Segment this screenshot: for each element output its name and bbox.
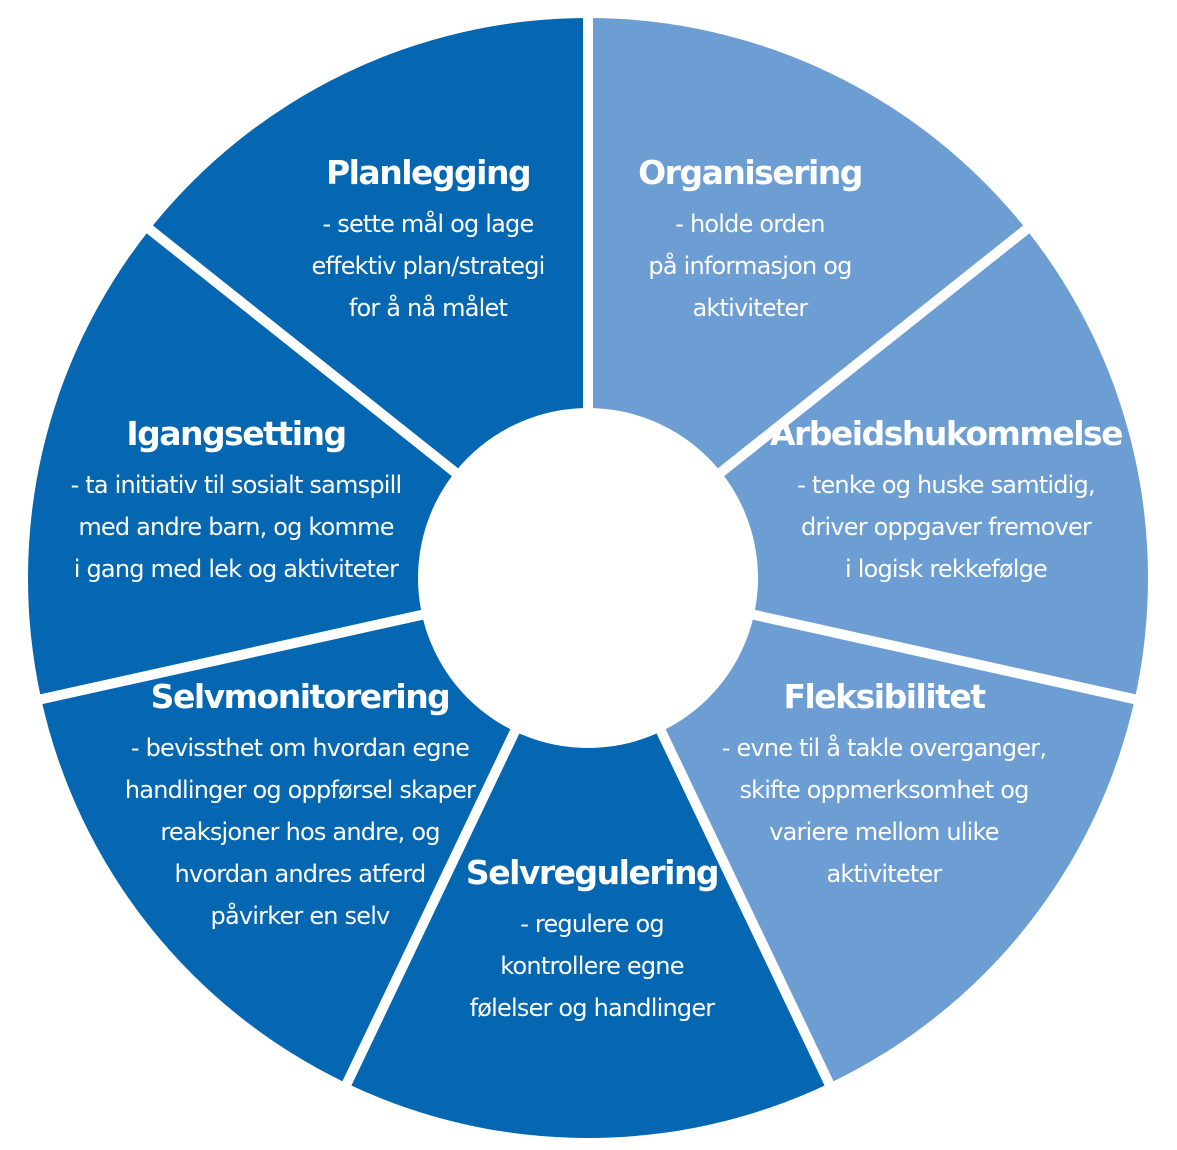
desc-line-fleksibilitet: skifte oppmerksomhet og: [739, 776, 1028, 804]
desc-line-fleksibilitet: variere mellom ulike: [769, 818, 999, 846]
desc-line-planlegging: - sette mål og lage: [323, 209, 534, 238]
title-arbeidshukommelse: Arbeidshukommelse: [770, 414, 1122, 453]
desc-line-igangsetting: i gang med lek og aktiviteter: [74, 555, 399, 583]
desc-line-arbeidshukommelse: i logisk rekkefølge: [845, 555, 1047, 583]
sector-divider: [714, 221, 1035, 480]
sector-divider: [141, 221, 462, 480]
desc-line-organisering: - holde orden: [675, 210, 824, 238]
desc-line-fleksibilitet: - evne til å takle overganger,: [722, 733, 1046, 762]
label-fleksibilitet: Fleksibilitet - evne til å takle overgang…: [722, 677, 1047, 888]
desc-line-organisering: aktiviteter: [693, 294, 809, 322]
desc-line-planlegging: effektiv plan/strategi: [311, 252, 544, 280]
center-hole: [418, 408, 758, 748]
sector-divider: [654, 724, 837, 1092]
sector-igangsetting: [149, 18, 589, 578]
sector-fleksibilitet: [346, 578, 830, 1139]
label-igangsetting: Igangsetting - ta initiativ til sosialt s…: [71, 414, 403, 583]
title-selvmonitorering: Selvmonitorering: [151, 677, 450, 716]
title-organisering: Organisering: [638, 153, 862, 192]
desc-line-igangsetting: - ta initiativ til sosialt samspill: [71, 471, 402, 499]
desc-line-arbeidshukommelse: - tenke og huske samtidig,: [797, 471, 1095, 499]
sector-divider: [34, 608, 428, 706]
sector-planlegging: [588, 18, 1027, 578]
desc-line-selvmonitorering: påvirker en selv: [211, 901, 391, 930]
desc-line-planlegging: for å nå målet: [349, 293, 508, 322]
label-selvregulering: Selvregulering - regulere og kontrollere e…: [466, 853, 720, 1022]
sector-arbeidshukommelse: [588, 578, 1135, 1084]
wheel-dividers: [34, 12, 1142, 1092]
wheel-labels: Planlegging - sette mål og lage effektiv p…: [71, 153, 1124, 1022]
sector-divider: [339, 724, 522, 1092]
label-selvmonitorering: Selvmonitorering - bevissthet om hvordan …: [125, 677, 477, 930]
title-planlegging: Planlegging: [326, 153, 530, 192]
desc-line-igangsetting: med andre barn, og komme: [78, 513, 393, 541]
title-selvregulering: Selvregulering: [466, 853, 718, 892]
desc-line-fleksibilitet: aktiviteter: [827, 860, 943, 888]
sector-divider: [748, 608, 1142, 706]
title-fleksibilitet: Fleksibilitet: [783, 677, 986, 716]
title-igangsetting: Igangsetting: [126, 414, 345, 453]
desc-line-selvmonitorering: reaksjoner hos andre, og: [160, 818, 439, 846]
label-planlegging: Planlegging - sette mål og lage effektiv p…: [311, 153, 545, 322]
desc-line-organisering: på informasjon og: [648, 251, 851, 280]
label-organisering: Organisering - holde orden på informasjon …: [638, 153, 863, 322]
label-arbeidshukommelse: Arbeidshukommelse - tenke og huske samtid…: [770, 414, 1124, 583]
desc-line-selvmonitorering: handlinger og oppførsel skaper: [125, 776, 476, 804]
desc-line-selvmonitorering: hvordan andres atferd: [175, 860, 426, 888]
desc-line-selvregulering: - regulere og: [520, 910, 664, 938]
desc-line-selvregulering: kontrollere egne: [500, 952, 683, 980]
sector-selvregulering: [41, 578, 588, 1084]
desc-line-arbeidshukommelse: driver oppgaver fremover: [801, 513, 1092, 541]
desc-line-selvmonitorering: - bevissthet om hvordan egne: [131, 734, 469, 762]
desc-line-selvregulering: følelser og handlinger: [470, 994, 716, 1022]
